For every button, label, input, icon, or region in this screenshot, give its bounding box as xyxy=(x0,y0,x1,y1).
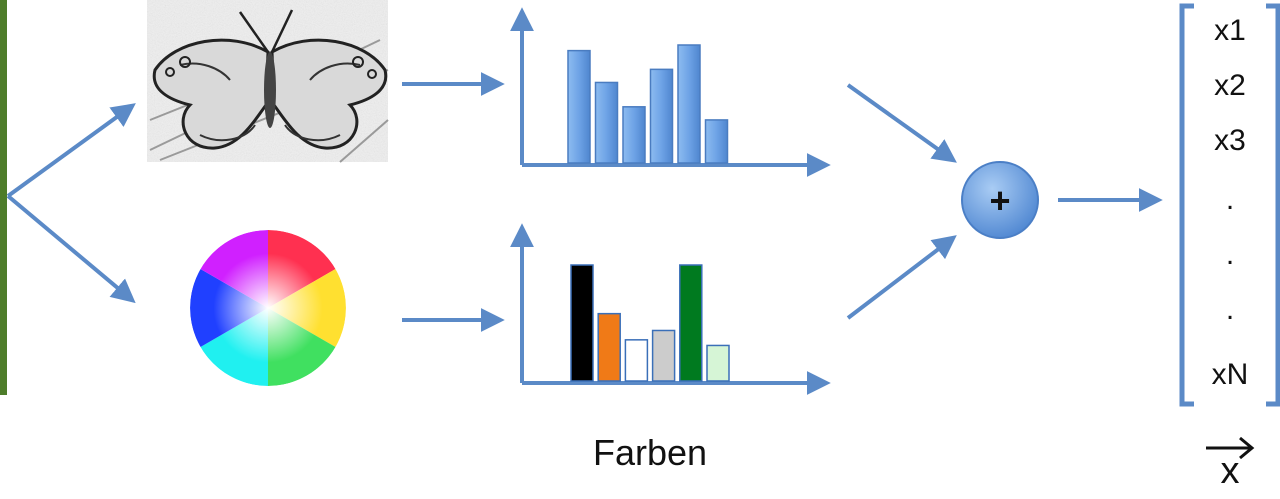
histogram-bar xyxy=(622,106,646,164)
combine-symbol: + xyxy=(989,180,1010,221)
vector-right-bracket xyxy=(1266,3,1280,407)
vector-name: x xyxy=(1220,450,1240,492)
vector-left-bracket xyxy=(1179,3,1194,407)
histogram-bar xyxy=(651,329,676,382)
vector-entry: xN xyxy=(1211,358,1249,391)
combine-circle xyxy=(961,161,1039,239)
color-histogram xyxy=(510,223,831,395)
vector-entry: . xyxy=(1225,293,1235,326)
histogram-bar xyxy=(567,49,591,164)
histogram-bar xyxy=(679,264,703,382)
arrow-shape-to-combine xyxy=(846,83,957,163)
color-wheel-image xyxy=(190,230,346,386)
butterfly-sketch-image xyxy=(147,0,389,163)
vector-entry: x1 xyxy=(1214,14,1246,47)
branch-arrow-down xyxy=(6,194,136,304)
vector-arrow-icon xyxy=(1206,436,1255,460)
left-photo-edge xyxy=(0,0,7,395)
arrow-color-to-combine xyxy=(846,235,957,320)
vector-entry: x2 xyxy=(1214,69,1246,102)
histogram-bar xyxy=(594,81,619,164)
histogram-bar xyxy=(706,344,730,382)
histogram-bar xyxy=(677,44,701,164)
histogram-bar xyxy=(597,312,621,382)
feature-label: Farben xyxy=(592,432,708,473)
vector-entry: . xyxy=(1225,183,1235,216)
histogram-bar xyxy=(570,264,594,382)
vector-entry: x3 xyxy=(1214,124,1246,157)
vector-entry: . xyxy=(1225,238,1235,271)
histogram-bar xyxy=(624,339,649,382)
branch-arrow-up xyxy=(6,103,136,198)
shape-histogram xyxy=(510,7,831,177)
histogram-bar xyxy=(649,68,674,164)
histogram-bar xyxy=(704,119,729,164)
